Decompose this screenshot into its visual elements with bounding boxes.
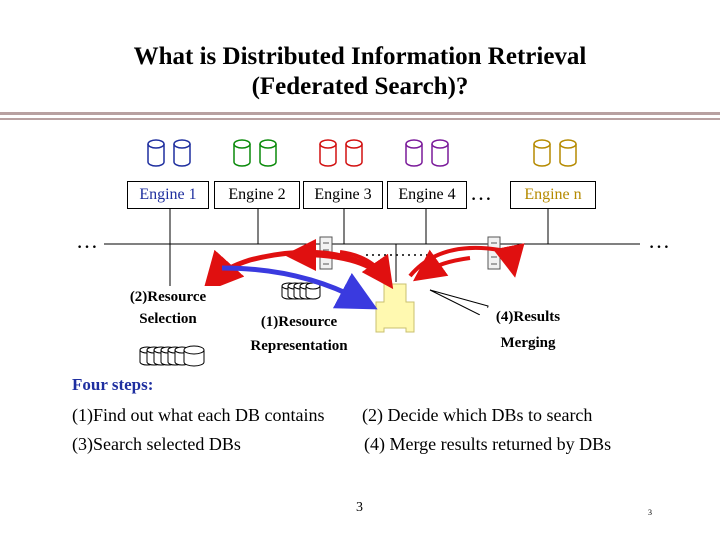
resource-representation-label: (1)Resource Representation xyxy=(250,314,348,354)
engine-2-label: Engine 2 xyxy=(228,186,286,203)
engine-4-label: Engine 4 xyxy=(398,186,456,203)
engine-1-label: Engine 1 xyxy=(139,186,197,203)
step-2: (2) Decide which DBs to search xyxy=(362,405,593,425)
network-ellipsis-left: … xyxy=(76,228,98,253)
header-rule-thin xyxy=(0,118,720,120)
merging-callout xyxy=(475,297,581,355)
engine-1-box: Engine 1 xyxy=(127,181,209,209)
engine-4-databases xyxy=(405,139,449,167)
steps-heading: Four steps: xyxy=(72,375,154,394)
engine-3-label: Engine 3 xyxy=(314,186,372,203)
result-arrow-3 xyxy=(412,249,471,282)
step-1: (1)Find out what each DB contains xyxy=(72,405,325,425)
result-arrow-1 xyxy=(339,250,394,290)
header-rule xyxy=(0,112,720,115)
step-4: (4) Merge results returned by DBs xyxy=(364,434,612,454)
engine-ellipsis: … xyxy=(470,180,492,205)
engine-n-box: Engine n xyxy=(510,181,596,209)
query-arrow-1 xyxy=(202,249,382,293)
engine-n-databases xyxy=(533,139,577,167)
resource-database-stack xyxy=(281,282,321,300)
engine-2-box: Engine 2 xyxy=(214,181,300,209)
page-number: 3 xyxy=(356,500,363,515)
engine-3-databases xyxy=(319,139,363,167)
engine-2-databases xyxy=(233,139,277,167)
step-3: (3)Search selected DBs xyxy=(72,434,241,454)
engine-3-box: Engine 3 xyxy=(303,181,383,209)
engine-1-databases xyxy=(147,139,191,167)
document-icon-right xyxy=(487,236,501,270)
engine-n-label: Engine n xyxy=(524,186,582,203)
resource-selection-label: (2)Resource Selection xyxy=(112,286,224,330)
page-title-line-2: (Federated Search)? xyxy=(251,73,469,100)
results-merging-label: (4)Results Merging xyxy=(495,309,561,351)
slide-number: 3 xyxy=(648,508,652,517)
page-title-line-1: What is Distributed Information Retrieva… xyxy=(133,43,587,70)
engine-4-box: Engine 4 xyxy=(387,181,467,209)
user-figure xyxy=(375,283,415,333)
representation-arrow xyxy=(221,265,378,310)
selected-database-stack xyxy=(139,345,205,367)
network-ellipsis-right: … xyxy=(648,228,670,253)
